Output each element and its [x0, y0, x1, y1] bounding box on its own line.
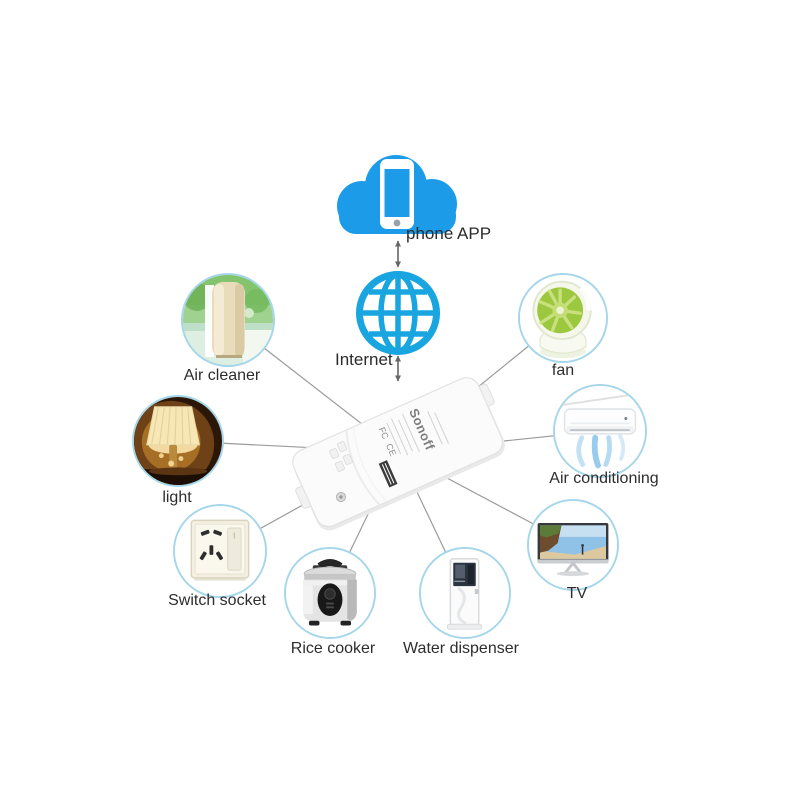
cloud-phone-icon: [337, 155, 457, 234]
device-node-air-conditioning: [553, 384, 647, 478]
globe-icon: [354, 269, 442, 357]
air-conditioner-image: [555, 386, 645, 476]
lamp-image: [134, 397, 222, 485]
television-image: [529, 501, 617, 589]
device-node-switch-socket: [173, 504, 267, 598]
water-dispenser-image: [421, 549, 509, 637]
device-label-tv: TV: [566, 585, 588, 602]
device-label-air-conditioning: Air conditioning: [549, 470, 659, 487]
terminal-covers: [329, 441, 353, 472]
air-cleaner-image: [183, 275, 273, 365]
device-label-light: light: [162, 489, 192, 506]
ce-mark: CE: [384, 442, 398, 458]
device-node-fan: [518, 273, 608, 363]
wall-socket-image: [175, 506, 265, 596]
fcc-mark: FC: [377, 426, 391, 441]
label-text-lines: [386, 411, 450, 456]
device-label-air-cleaner: Air cleaner: [183, 367, 261, 384]
internet-label: Internet: [335, 350, 393, 369]
device-node-rice-cooker: [284, 547, 376, 639]
device-node-air-cleaner: [181, 273, 275, 367]
rice-cooker-image: [286, 549, 374, 637]
phone-app-label: phone APP: [406, 224, 492, 243]
device-label-switch-socket: Switch socket: [168, 592, 266, 609]
device-label-rice-cooker: Rice cooker: [290, 640, 376, 657]
device-label-fan: fan: [551, 362, 575, 379]
sonoff-smart-switch-image: FC CE Sonoff: [292, 377, 505, 531]
device-node-tv: [527, 499, 619, 591]
globe-icon: [356, 271, 440, 355]
sonoff-hub: FC CE Sonoff: [278, 367, 518, 537]
device-label-water-dispenser: Water dispenser: [403, 640, 519, 657]
device-node-light: [132, 395, 224, 487]
fan-image: [520, 275, 606, 361]
device-node-water-dispenser: [419, 547, 511, 639]
cloud-phone-icon: [322, 146, 472, 238]
